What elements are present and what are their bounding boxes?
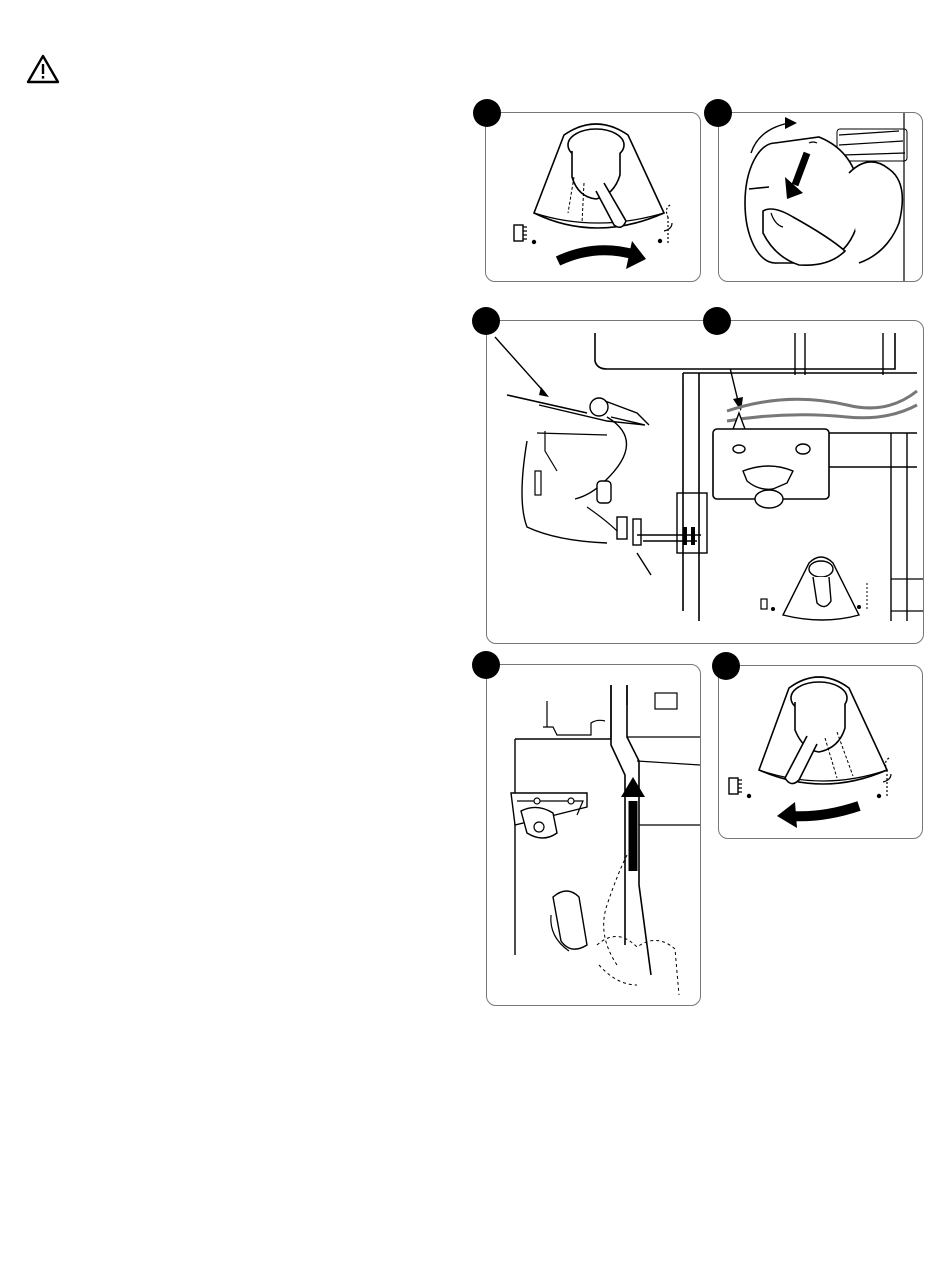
lever-turn-right-icon xyxy=(486,113,700,281)
thread-path-detail xyxy=(486,320,924,644)
handwheel-turn xyxy=(718,112,923,282)
step-5-badge xyxy=(472,651,500,679)
lever-turn-left-icon xyxy=(719,666,922,838)
step-3-badge xyxy=(472,307,500,335)
threading-guide-icon xyxy=(487,321,923,643)
warning-triangle-icon xyxy=(26,54,60,84)
thread-lever-reset xyxy=(718,665,923,839)
knob-lift-icon xyxy=(487,665,700,1005)
step-4-badge xyxy=(703,307,731,335)
step-6-badge xyxy=(712,652,740,680)
thread-lever-front-view xyxy=(485,112,701,282)
step-2-badge xyxy=(704,99,732,127)
handwheel-rotate-icon xyxy=(719,113,922,281)
pressure-knob-side xyxy=(486,664,701,1006)
step-1-badge xyxy=(473,99,501,127)
